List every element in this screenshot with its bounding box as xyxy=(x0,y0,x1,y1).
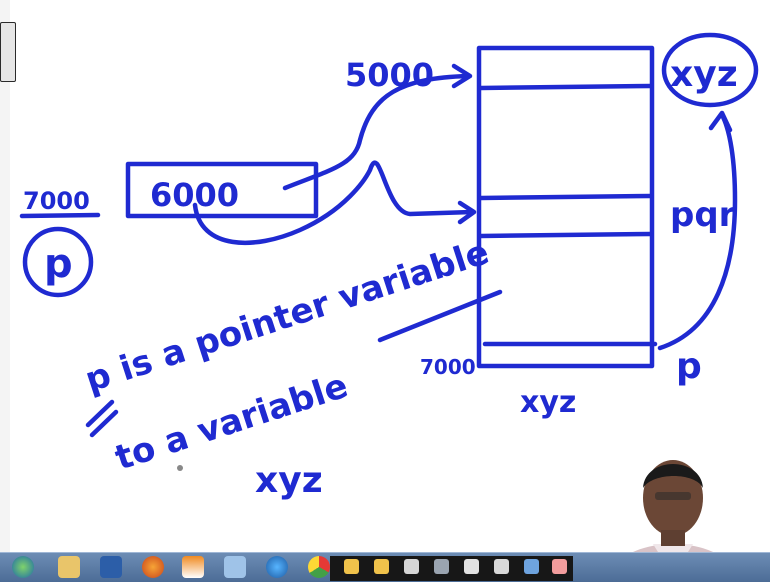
chrome-icon[interactable] xyxy=(308,556,330,578)
xyz-under-box: xyz xyxy=(520,385,576,420)
firefox-icon[interactable] xyxy=(142,556,164,578)
side-panel-handle[interactable] xyxy=(0,22,16,82)
ie-icon[interactable] xyxy=(266,556,288,578)
pen-icon[interactable] xyxy=(464,559,479,574)
p-variable: p xyxy=(44,241,73,287)
play-icon[interactable] xyxy=(344,559,359,574)
presenter-icon[interactable] xyxy=(524,559,539,574)
pen-cursor xyxy=(177,465,183,471)
pencil-icon[interactable] xyxy=(552,559,567,574)
image-icon[interactable] xyxy=(494,559,509,574)
memory-divider-xyz xyxy=(481,86,650,88)
p-label-right: p xyxy=(676,346,702,387)
address-7000: 7000 xyxy=(23,187,90,215)
vlc-icon[interactable] xyxy=(182,556,204,578)
pqr-label: pqr xyxy=(670,195,736,235)
memory-block xyxy=(479,48,652,366)
start-icon[interactable] xyxy=(12,556,34,578)
xyz-label: xyz xyxy=(670,54,738,95)
explorer-icon[interactable] xyxy=(58,556,80,578)
address-7000-lower: 7000 xyxy=(420,355,476,379)
folder-icon[interactable] xyxy=(374,559,389,574)
value-6000: 6000 xyxy=(150,176,239,214)
fraction-line xyxy=(22,215,98,216)
explanation-line-3: xyz xyxy=(255,460,323,501)
paint-icon[interactable] xyxy=(224,556,246,578)
media-player-icon[interactable] xyxy=(100,556,122,578)
address-5000: 5000 xyxy=(345,56,434,94)
memory-divider-pqr-bottom xyxy=(481,234,650,236)
memory-divider-pqr-top xyxy=(481,196,650,198)
settings-icon[interactable] xyxy=(434,559,449,574)
recorder-toolbar xyxy=(330,556,573,581)
folder-open-icon[interactable] xyxy=(404,559,419,574)
arrowhead-xyz xyxy=(711,113,730,130)
